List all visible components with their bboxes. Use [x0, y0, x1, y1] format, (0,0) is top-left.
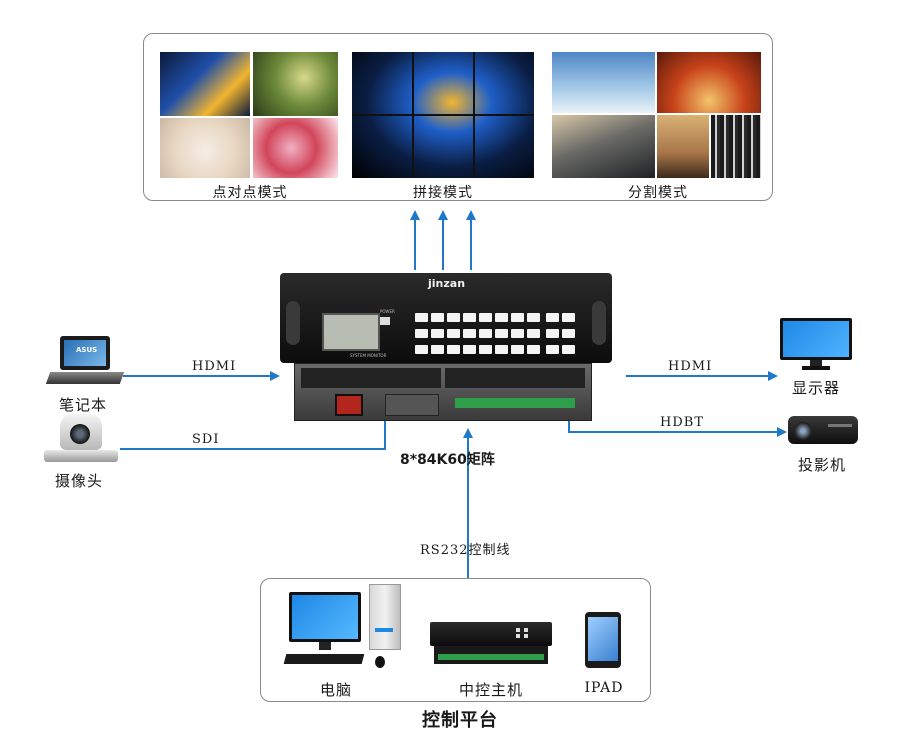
- label-hdmi-in: HDMI: [192, 359, 237, 374]
- splice-preview: [352, 52, 534, 178]
- label-laptop: 笔记本: [58, 396, 107, 414]
- power-label: POWER: [380, 309, 395, 314]
- label-monitor: 显示器: [791, 379, 840, 397]
- label-hdbt-out: HDBT: [660, 415, 704, 430]
- tile-fantasy: [552, 115, 655, 178]
- camera-device: [44, 414, 118, 464]
- label-ipad: IPAD: [584, 680, 624, 696]
- projector-device: [788, 410, 860, 448]
- monitor-device: [780, 318, 852, 370]
- label-splice: 拼接模式: [413, 185, 473, 201]
- tile-snow-tree: [552, 52, 655, 113]
- rear-panel: [294, 363, 592, 421]
- matrix-model-label: 8*84K60矩阵: [400, 452, 495, 468]
- tile-autumn-road: [657, 52, 761, 113]
- pc-device: [283, 584, 405, 670]
- power-button: [380, 317, 390, 325]
- tile-icecream: [253, 118, 338, 178]
- tile-puppy: [160, 118, 250, 178]
- label-host: 中控主机: [458, 681, 523, 699]
- tile-bird: [160, 52, 250, 116]
- control-platform-title: 控制平台: [422, 710, 498, 731]
- laptop-brand: ASUS: [76, 346, 98, 354]
- label-camera: 摄像头: [54, 472, 103, 490]
- label-pc: 电脑: [319, 681, 352, 699]
- lcd-caption: SYSTEM MONITOR: [350, 353, 387, 358]
- label-sdi-in: SDI: [192, 432, 220, 447]
- lcd-screen: [322, 313, 380, 351]
- label-projector: 投影机: [797, 456, 846, 474]
- laptop-device: ASUS: [45, 336, 125, 388]
- label-rs232: RS232控制线: [420, 543, 511, 558]
- tile-portrait: [657, 115, 709, 178]
- label-split: 分割模式: [628, 185, 688, 201]
- label-hdmi-out: HDMI: [668, 359, 713, 374]
- brand-logo: jinzan: [428, 277, 466, 290]
- tile-dark-trees: [711, 115, 761, 178]
- matrix-switcher: jinzan SYSTEM MONITOR POWER: [280, 273, 612, 423]
- ipad-device: [585, 612, 621, 668]
- label-point-to-point: 点对点模式: [212, 185, 288, 201]
- tile-deer: [253, 52, 338, 116]
- host-device: [430, 622, 552, 666]
